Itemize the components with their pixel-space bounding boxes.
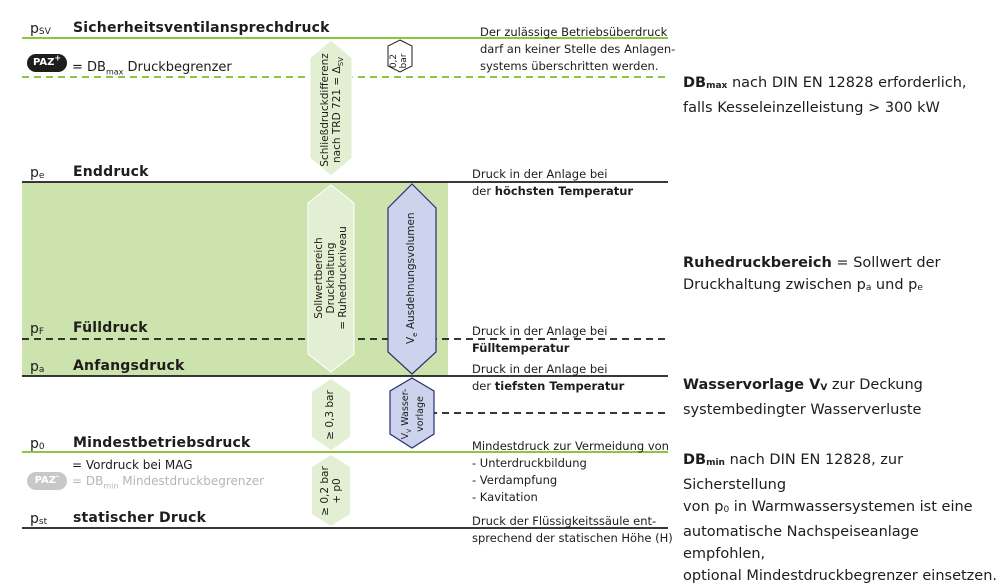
paz-min-badge: PAZ- [27, 472, 67, 490]
paz-min-text: = DBmin Mindestdruckbegrenzer [72, 474, 265, 491]
text-schliess: Schließdruckdifferenz nach TRD 721 = ΔSV [319, 53, 346, 167]
arrow-d03 [312, 379, 350, 450]
note-ruhe: Ruhedruckbereich = Sollwert der Druckhal… [683, 255, 941, 293]
text-d02: ≥ 0,2 bar + p0 [319, 466, 343, 516]
vordruck-text: = Vordruck bei MAG [72, 458, 193, 472]
sym-pf: pF [30, 321, 45, 337]
text-hex-02bar: 0,2 bar [389, 53, 409, 69]
sym-pe: pe [30, 165, 45, 181]
paz-max-badge: PAZ+ [27, 54, 67, 72]
sym-pst: pst [30, 511, 48, 527]
desc-pst: Druck der Flüssigkeitssäule ent-sprechen… [472, 514, 673, 545]
label-pe: Enddruck [73, 164, 149, 180]
text-sollwert: Sollwertbereich Druckhaltung = Ruhedruck… [313, 226, 349, 330]
arrow-schliess [309, 39, 353, 177]
hex-02bar [387, 39, 413, 73]
note-dbmax: DBmax nach DIN EN 12828 erforderlich, fa… [683, 75, 967, 116]
note-dbmin: DBmin nach DIN EN 12828, zur Sicherstell… [683, 452, 998, 584]
arrow-sollwert [307, 184, 355, 373]
note-wasser: Wasservorlage VV zur Deckung systembedin… [683, 377, 923, 418]
arrow-d02 [312, 455, 350, 526]
paz-max-text: = DBmax Druckbegrenzer [72, 60, 232, 77]
sym-pa: pa [30, 359, 45, 375]
label-pf: Fülldruck [73, 320, 148, 336]
text-d03: ≥ 0,3 bar [324, 390, 336, 440]
label-psv: Sicherheitsventilansprechdruck [73, 20, 330, 36]
arrow-ausdehnung [387, 183, 437, 375]
label-p0: Mindestbetriebsdruck [73, 435, 251, 451]
sym-psv: pSV [30, 21, 51, 37]
ruhedruck-band [22, 182, 448, 376]
text-ausdehnung: Ve Ausdehnungsvolumen [405, 212, 420, 344]
sym-p0: p0 [30, 436, 45, 452]
label-pst: statischer Druck [73, 510, 207, 526]
desc-p0: Mindestdruck zur Vermeidung von- Unterdr… [472, 439, 669, 504]
level-lines [22, 37, 668, 529]
text-wasservorlage: VV Wasser- vorlage [400, 388, 426, 440]
arrow-wasservorlage [389, 377, 435, 449]
label-pa: Anfangsdruck [73, 358, 185, 374]
